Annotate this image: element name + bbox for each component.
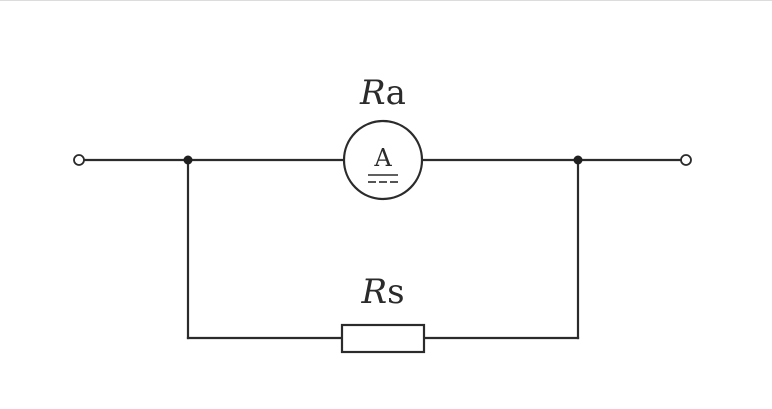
- ammeter-icon: A: [342, 119, 424, 201]
- resistor-icon: [340, 323, 426, 354]
- shunt-label-symbol: R: [360, 272, 387, 312]
- left-terminal: [73, 154, 85, 166]
- ammeter-resistance-label: Ra: [359, 73, 406, 113]
- shunt-label-subscript: s: [387, 272, 404, 312]
- right-junction-node: [573, 155, 583, 165]
- right-terminal: [680, 154, 692, 166]
- left-junction-node: [183, 155, 193, 165]
- ammeter-ring: [342, 119, 424, 201]
- top-border-line: [0, 0, 772, 1]
- ammeter-letter: A: [373, 144, 392, 172]
- ammeter-label-symbol: R: [359, 73, 386, 113]
- ammeter-label-subscript: a: [386, 73, 406, 113]
- shunt-resistance-label: Rs: [360, 272, 404, 312]
